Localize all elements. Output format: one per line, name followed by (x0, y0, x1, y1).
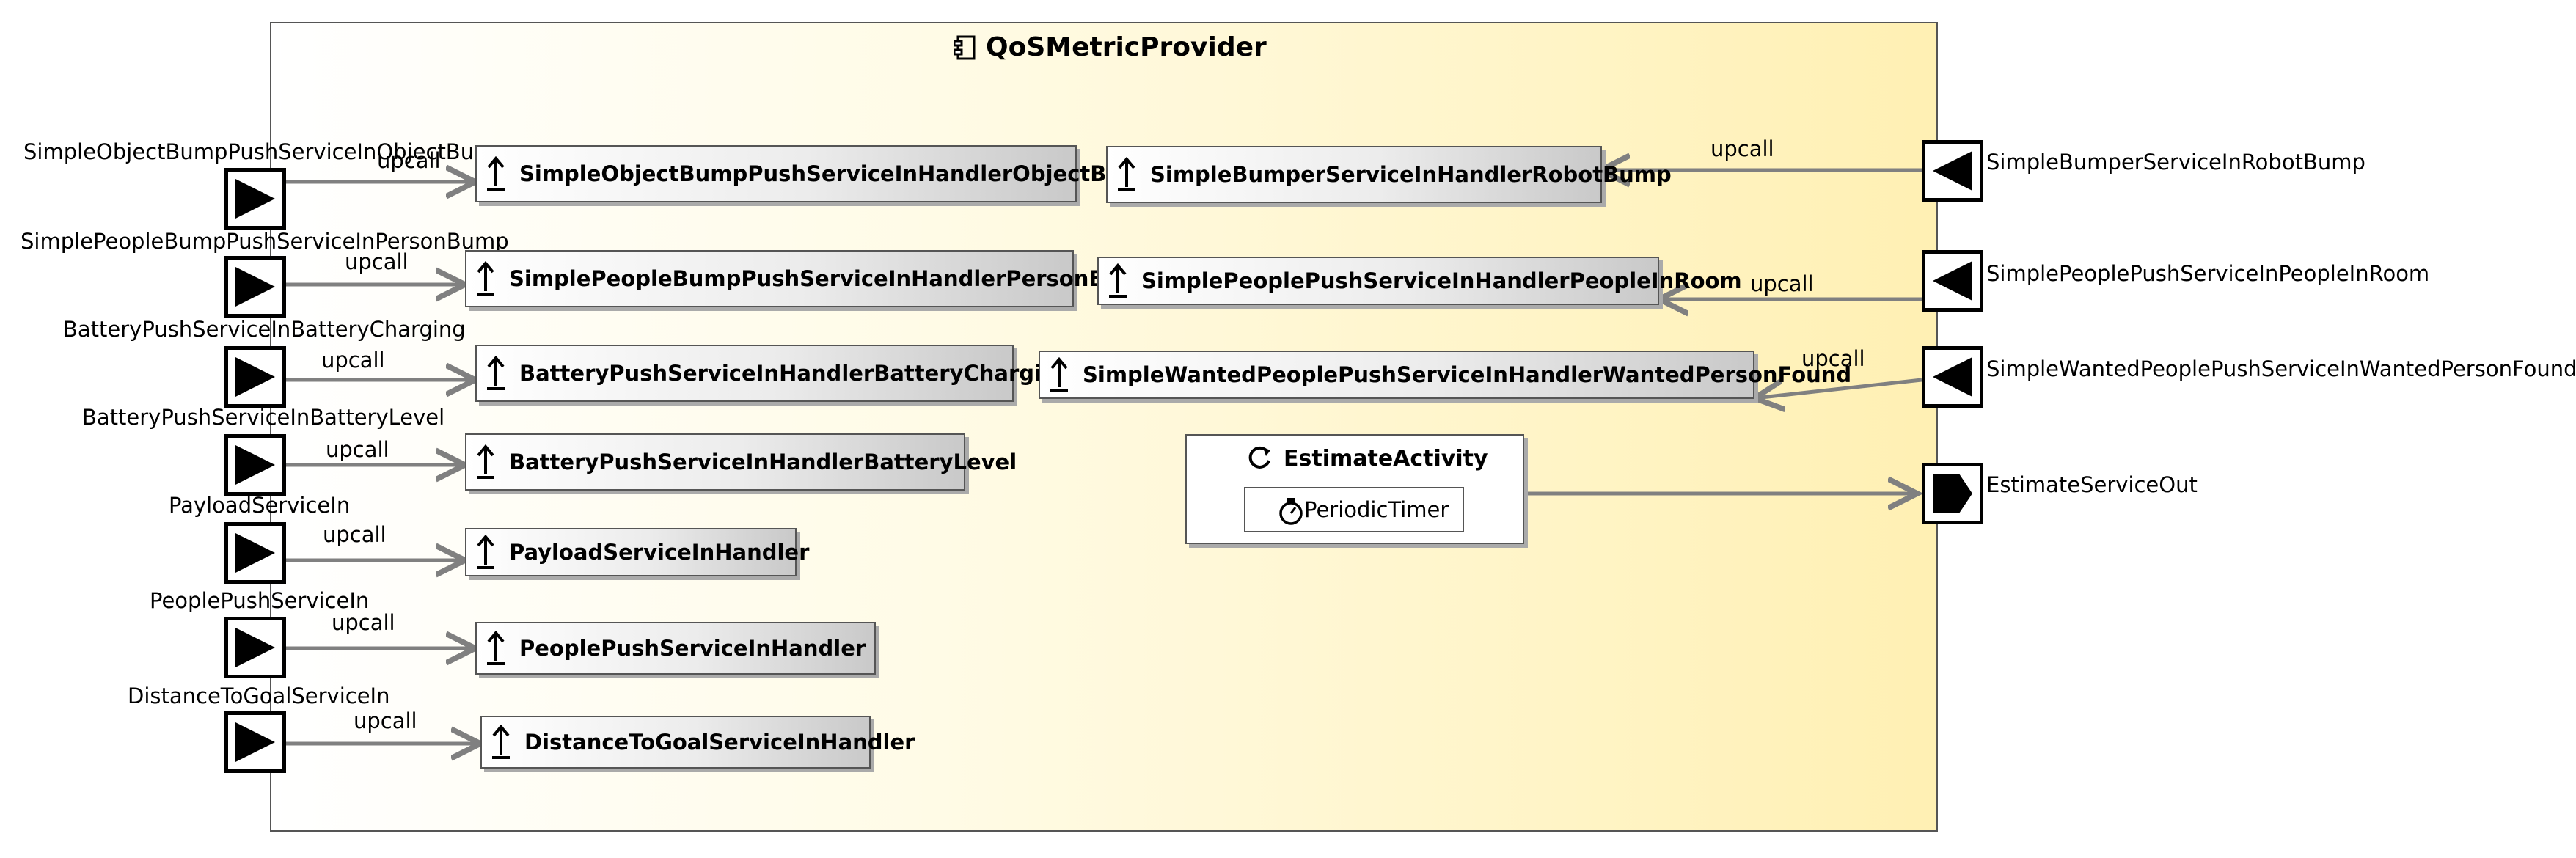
port-left-4[interactable] (224, 434, 286, 496)
handler-label: SimplePeopleBumpPushServiceInHandlerPers… (509, 266, 1158, 291)
handler-label: SimplePeoplePushServiceInHandlerPeopleIn… (1141, 268, 1742, 293)
edge-label-6: upcall (332, 610, 395, 635)
handler-label: DistanceToGoalServiceInHandler (524, 730, 915, 755)
handler-label: PayloadServiceInHandler (509, 540, 810, 565)
handler-label: SimpleObjectBumpPushServiceInHandlerObje… (519, 161, 1159, 186)
activity-box[interactable]: EstimateActivity PeriodicTimer (1185, 434, 1524, 544)
upcall-arrow-icon (487, 355, 505, 390)
component-icon (954, 35, 976, 59)
upcall-arrow-icon (1118, 156, 1135, 191)
port-left-3[interactable] (224, 346, 286, 408)
upcall-arrow-icon (492, 724, 510, 759)
edge-label-7: upcall (354, 708, 417, 733)
upcall-arrow-icon (477, 260, 494, 296)
port-left-label-7: DistanceToGoalServiceIn (128, 683, 390, 708)
handler-label: BatteryPushServiceInHandlerBatteryChargi… (519, 361, 1072, 386)
upcall-arrow-icon (1109, 263, 1127, 298)
edge-label-5: upcall (323, 522, 387, 547)
stopwatch-icon (1279, 498, 1303, 525)
handler-label: SimpleWantedPeoplePushServiceInHandlerWa… (1083, 362, 1852, 387)
port-right-label-1: SimpleBumperServiceInRobotBump (1986, 150, 2365, 175)
handler-left-2[interactable]: SimplePeopleBumpPushServiceInHandlerPers… (465, 250, 1157, 307)
component-title: QoSMetricProvider (954, 32, 1267, 62)
handler-left-1[interactable]: SimpleObjectBumpPushServiceInHandlerObje… (475, 145, 1159, 202)
edge-label-r3: upcall (1801, 346, 1865, 371)
upcall-arrow-icon (477, 534, 494, 569)
component-box (270, 22, 1938, 832)
handler-left-4[interactable]: BatteryPushServiceInHandlerBatteryLevel (465, 433, 1017, 491)
port-left-1[interactable] (224, 168, 286, 230)
handler-right-1[interactable]: SimpleBumperServiceInHandlerRobotBump (1106, 146, 1672, 203)
port-left-6[interactable] (224, 617, 286, 678)
port-left-label-1: SimpleObjectBumpPushServiceInObjectBump (23, 139, 508, 164)
port-left-7[interactable] (224, 711, 286, 773)
edge-label-2: upcall (345, 249, 409, 274)
edge-label-4: upcall (326, 437, 389, 462)
upcall-arrow-icon (487, 155, 505, 191)
timer-label: PeriodicTimer (1304, 497, 1449, 522)
port-left-label-5: PayloadServiceIn (169, 493, 351, 518)
edge-label-3: upcall (321, 348, 385, 373)
port-output[interactable] (1922, 463, 1983, 524)
handler-label: SimpleBumperServiceInHandlerRobotBump (1150, 162, 1672, 187)
port-left-label-6: PeoplePushServiceIn (150, 588, 370, 613)
port-right-2[interactable] (1922, 250, 1983, 312)
port-right-label-3: SimpleWantedPeoplePushServiceInWantedPer… (1986, 356, 2576, 381)
handler-label: PeoplePushServiceInHandler (519, 636, 866, 661)
activity-title: EstimateActivity (1245, 444, 1488, 472)
port-right-label-2: SimplePeoplePushServiceInPeopleInRoom (1986, 261, 2430, 286)
port-left-label-4: BatteryPushServiceInBatteryLevel (82, 405, 445, 430)
port-left-5[interactable] (224, 522, 286, 584)
handler-left-7[interactable]: DistanceToGoalServiceInHandler (480, 716, 915, 769)
handler-left-5[interactable]: PayloadServiceInHandler (465, 528, 809, 576)
port-right-3[interactable] (1922, 346, 1983, 408)
port-left-label-3: BatteryPushServiceInBatteryCharging (63, 317, 466, 342)
edge-label-1: upcall (377, 148, 441, 173)
port-output-label: EstimateServiceOut (1986, 472, 2198, 497)
upcall-arrow-icon (487, 630, 505, 665)
refresh-icon (1248, 446, 1270, 469)
handler-left-3[interactable]: BatteryPushServiceInHandlerBatteryChargi… (475, 345, 1072, 402)
edge-label-r2: upcall (1750, 271, 1814, 296)
handler-right-3[interactable]: SimpleWantedPeoplePushServiceInHandlerWa… (1039, 351, 1851, 399)
upcall-arrow-icon (1050, 356, 1068, 392)
handler-right-2[interactable]: SimplePeoplePushServiceInHandlerPeopleIn… (1097, 257, 1742, 305)
handler-left-6[interactable]: PeoplePushServiceInHandler (475, 622, 876, 675)
port-left-label-2: SimplePeopleBumpPushServiceInPersonBump (21, 229, 509, 254)
edge-label-r1: upcall (1710, 136, 1774, 161)
component-title-text: QoSMetricProvider (986, 32, 1267, 62)
timer-box[interactable]: PeriodicTimer (1244, 487, 1464, 532)
upcall-arrow-icon (477, 444, 494, 479)
handler-label: BatteryPushServiceInHandlerBatteryLevel (509, 450, 1017, 474)
port-right-1[interactable] (1922, 140, 1983, 202)
port-left-2[interactable] (224, 256, 286, 318)
activity-title-text: EstimateActivity (1284, 445, 1488, 472)
